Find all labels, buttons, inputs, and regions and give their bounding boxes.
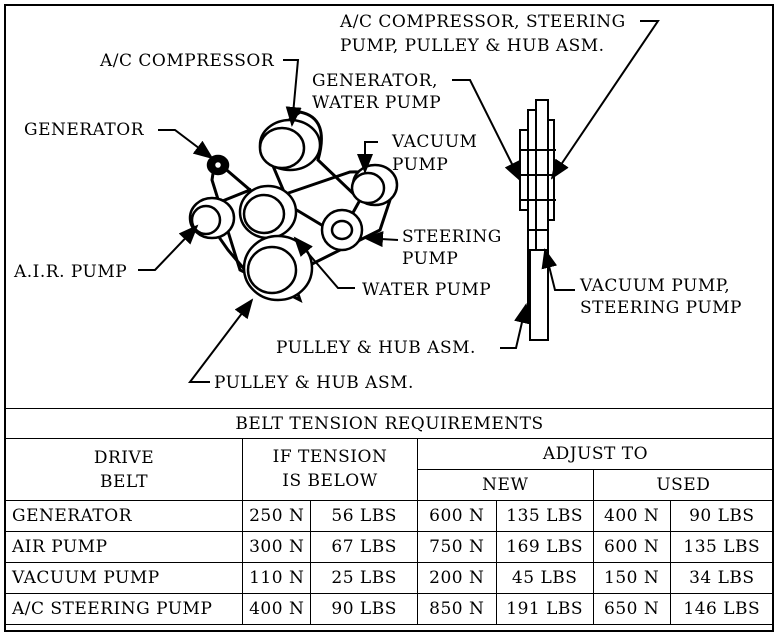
table-row: AIR PUMP 300 N 67 LBS 750 N 169 LBS 600 … [4,531,775,563]
cell-used-n: 400 N [592,500,671,532]
header-if-tension-2: IS BELOW [282,471,378,491]
cell-new-lbs: 169 LBS [495,531,594,563]
label-generator-water-pump: GENERATOR, [312,71,438,91]
label-generator: GENERATOR [24,120,144,140]
label-ac-compressor: A/C COMPRESSOR [100,51,275,71]
leader-generator [158,129,214,160]
header-drive-belt-1: DRIVE [93,447,155,468]
header-used: USED [592,469,775,501]
cell-belt: GENERATOR [4,500,244,532]
label-steering-pump: STEERING [402,227,502,247]
cell-new-n: 850 N [416,593,497,625]
leader-vacuum [357,141,378,174]
cell-new-lbs: 135 LBS [495,500,594,532]
cell-below-n: 300 N [242,531,312,563]
cell-used-lbs: 90 LBS [669,500,775,532]
ac-belt [260,110,362,239]
cell-below-lbs: 25 LBS [310,562,418,594]
cell-new-n: 200 N [416,562,497,594]
cell-below-n: 110 N [242,562,312,594]
table-row: VACUUM PUMP 110 N 25 LBS 200 N 45 LBS 15… [4,562,775,594]
label-generator-water-pump-2: WATER PUMP [312,93,442,113]
cell-used-lbs: 34 LBS [669,562,775,594]
cell-below-lbs: 90 LBS [310,593,418,625]
cell-below-n: 400 N [242,593,312,625]
cell-used-lbs: 146 LBS [669,593,775,625]
cell-belt: A/C STEERING PUMP [4,593,244,625]
leader-pulley-front [187,298,254,383]
cell-below-lbs: 67 LBS [310,531,418,563]
label-pulley-hub-front: PULLEY & HUB ASM. [214,373,414,393]
label-vacuum-steering-2: STEERING PUMP [580,298,742,318]
header-if-tension: IF TENSION IS BELOW [242,438,418,501]
page-border [4,4,774,632]
leader-generator-water [452,79,521,182]
leader-steering [363,231,399,248]
cell-below-n: 250 N [242,500,312,532]
label-water-pump: WATER PUMP [362,280,492,300]
cell-used-n: 150 N [592,562,671,594]
label-ac-steering-pulley-2: PUMP, PULLEY & HUB ASM. [340,36,605,56]
header-drive-belt: DRIVE BELT [4,438,244,501]
label-pulley-hub-side: PULLEY & HUB ASM. [276,338,476,358]
leader-ac-compressor [283,59,302,127]
label-steering-pump-2: PUMP [402,249,459,269]
cell-new-n: 600 N [416,500,497,532]
cell-new-lbs: 191 LBS [495,593,594,625]
cell-new-n: 750 N [416,531,497,563]
leader-ac-steering [550,20,660,180]
leader-pulley-side [500,303,530,349]
header-adjust-to: ADJUST TO [416,438,775,470]
belt-routing-illustration [138,20,660,383]
table-row: GENERATOR 250 N 56 LBS 600 N 135 LBS 400… [4,500,775,532]
belt-tension-table: BELT TENSION REQUIREMENTS DRIVE BELT IF … [4,408,775,625]
label-ac-steering-pulley: A/C COMPRESSOR, STEERING [340,12,626,32]
leader-water-pump [293,236,355,289]
label-vacuum-pump: VACUUM [392,132,478,152]
label-air-pump: A.I.R. PUMP [14,262,128,282]
cell-belt: AIR PUMP [4,531,244,563]
header-if-tension-1: IF TENSION [272,447,388,467]
cell-used-lbs: 135 LBS [669,531,775,563]
cell-new-lbs: 45 LBS [495,562,594,594]
table-title: BELT TENSION REQUIREMENTS [5,408,774,439]
header-drive-belt-2: BELT [99,471,149,492]
cell-used-n: 600 N [592,531,671,563]
cell-used-n: 650 N [592,593,671,625]
cell-belt: VACUUM PUMP [4,562,244,594]
cell-below-lbs: 56 LBS [310,500,418,532]
label-vacuum-steering: VACUUM PUMP, [580,276,731,296]
header-new: NEW [416,469,594,501]
table-row: A/C STEERING PUMP 400 N 90 LBS 850 N 191… [4,593,775,625]
label-vacuum-pump-2: PUMP [392,155,449,175]
leader-air-pump [138,224,199,271]
leader-vacuum-steering [541,248,575,291]
